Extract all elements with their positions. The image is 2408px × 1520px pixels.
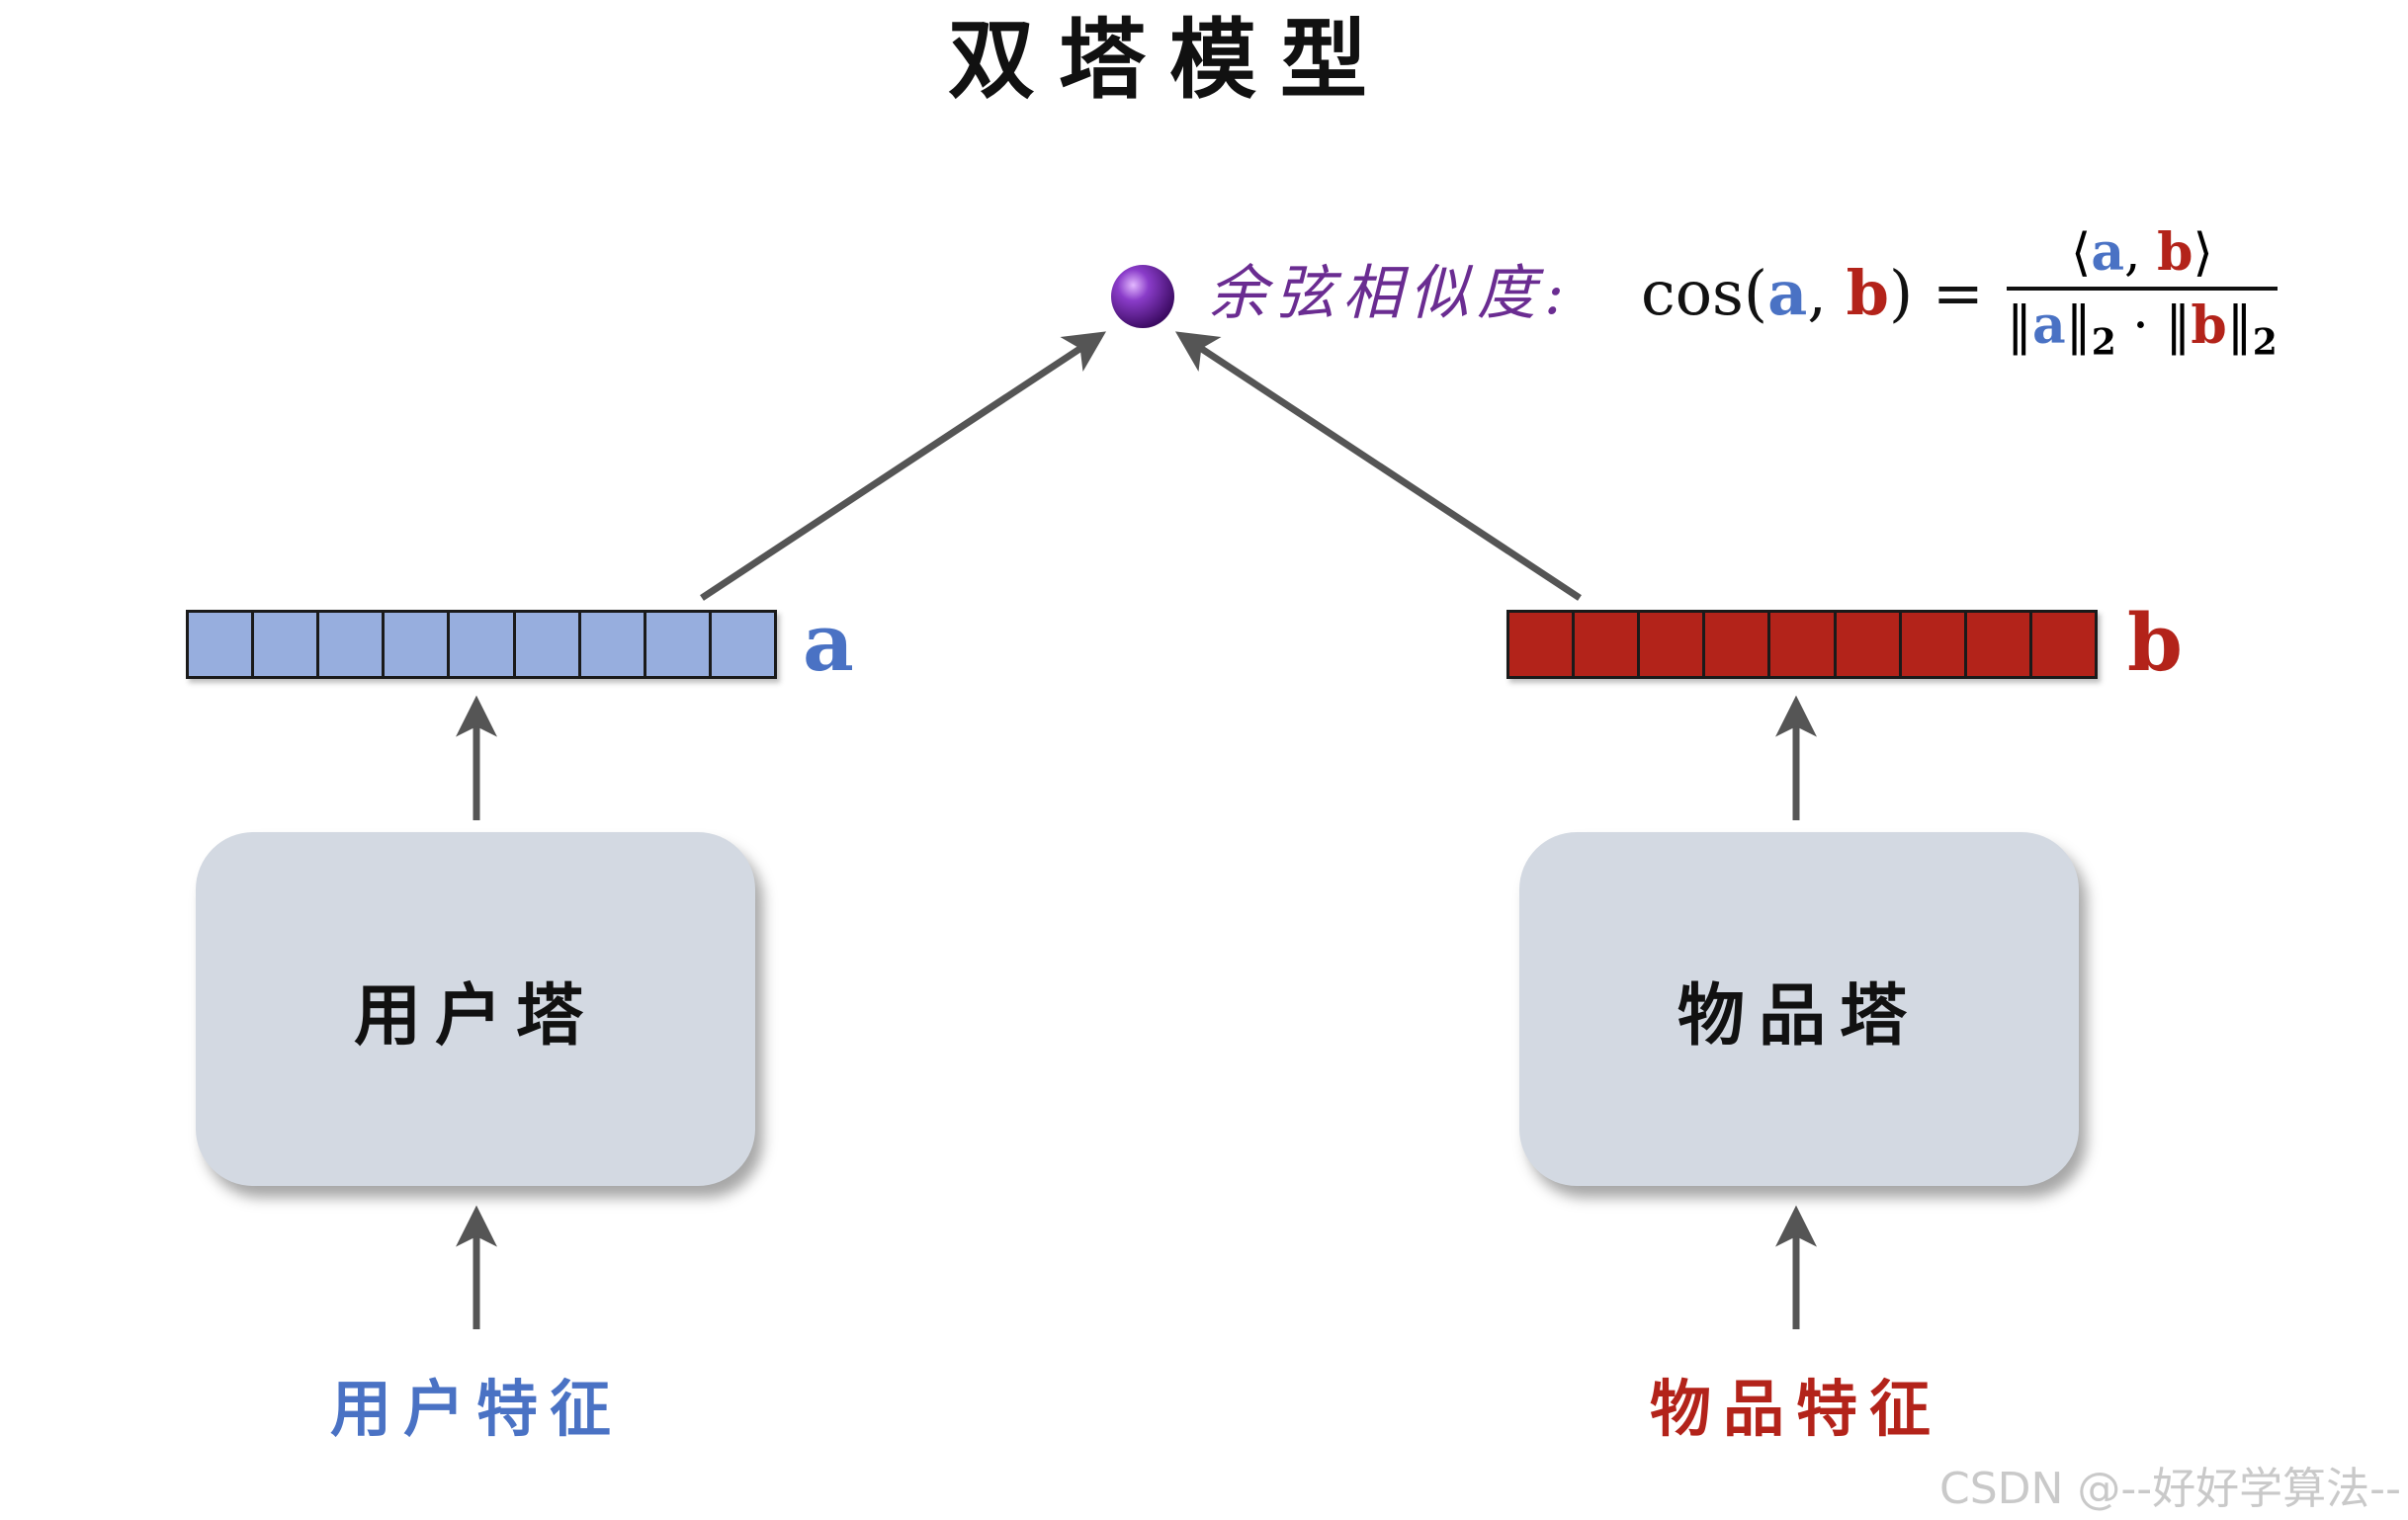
vector-a-cell	[189, 613, 255, 676]
vector-a-cell	[580, 613, 646, 676]
item-features-label: 物品特征	[1649, 1373, 1942, 1445]
vector-a-cell	[385, 613, 451, 676]
diagram-title: 双塔模型	[947, 8, 1391, 111]
vector-a-cell	[319, 613, 386, 676]
vector-b-label: b	[2127, 596, 2183, 689]
user-tower-label: 用户塔	[353, 975, 597, 1056]
user-tower: 用户塔	[196, 832, 755, 1186]
formula-numerator: ⟨a, b⟩	[2071, 222, 2213, 284]
vector-a-cell	[711, 613, 774, 676]
formula-lhs: cos(a, b) =	[1641, 257, 1984, 329]
user-embedding-vector	[186, 610, 777, 679]
formula-denominator: ‖a‖2 · ‖b‖2	[2007, 296, 2278, 364]
vector-b-cell	[1966, 613, 2032, 676]
vector-b-cell	[2031, 613, 2095, 676]
item-tower-label: 物品塔	[1677, 975, 1921, 1056]
user-features-label: 用户特征	[329, 1373, 623, 1445]
vector-b-cell	[1770, 613, 1837, 676]
fraction-bar	[2007, 287, 2278, 291]
formula-fraction: ⟨a, b⟩ ‖a‖2 · ‖b‖2	[2007, 223, 2278, 374]
item-embedding-vector	[1506, 610, 2098, 679]
vector-a-cell	[645, 613, 712, 676]
vector-b-cell	[1575, 613, 1641, 676]
vector-a-cell	[254, 613, 320, 676]
similarity-node	[1111, 265, 1174, 328]
vector-b-cell	[1705, 613, 1771, 676]
arrow-a-to-similarity	[700, 331, 1107, 601]
vector-b-cell	[1901, 613, 1967, 676]
vector-b-cell	[1640, 613, 1706, 676]
vector-a-label: a	[803, 596, 854, 689]
vector-b-cell	[1509, 613, 1576, 676]
vector-b-cell	[1836, 613, 1902, 676]
similarity-label: 余弦相似度:	[1208, 259, 1573, 328]
cosine-formula: cos(a, b) =	[1641, 259, 1984, 328]
vector-a-cell	[515, 613, 581, 676]
watermark: CSDN @--好好学算法--	[1939, 1464, 2401, 1514]
vector-a-cell	[450, 613, 516, 676]
arrow-b-to-similarity	[1174, 331, 1582, 601]
item-tower: 物品塔	[1519, 832, 2079, 1186]
